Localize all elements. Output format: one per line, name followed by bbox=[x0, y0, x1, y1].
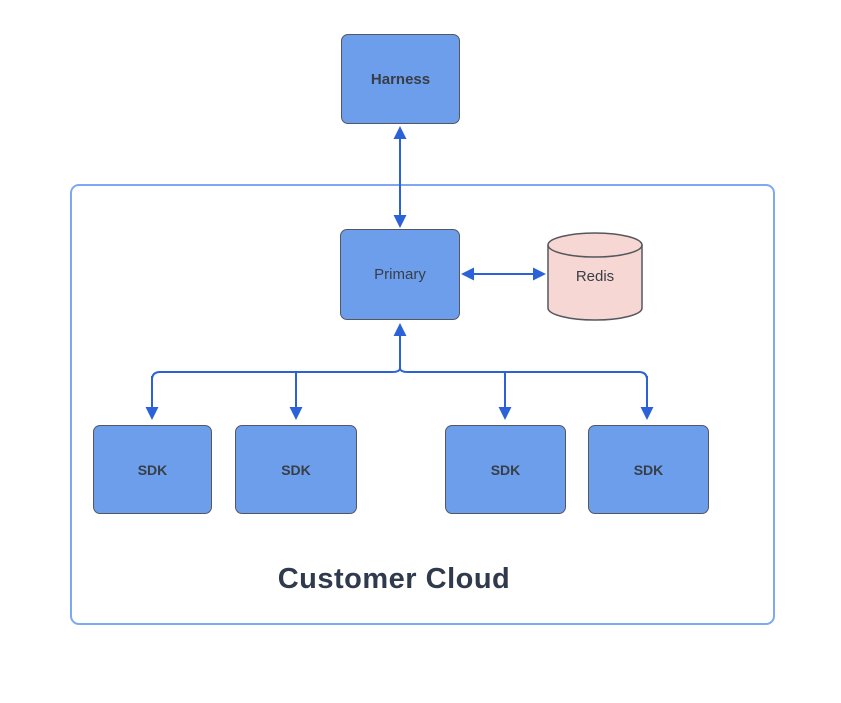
node-redis-label: Redis bbox=[575, 268, 615, 285]
customer-cloud-container bbox=[70, 184, 775, 625]
node-harness: Harness bbox=[341, 34, 460, 124]
node-sdk-4: SDK bbox=[588, 425, 709, 514]
redis-cylinder-shape bbox=[547, 232, 643, 321]
customer-cloud-title: Customer Cloud bbox=[277, 563, 511, 595]
node-redis: Redis bbox=[547, 232, 643, 321]
node-sdk-3: SDK bbox=[445, 425, 566, 514]
node-primary: Primary bbox=[340, 229, 460, 320]
node-sdk-2: SDK bbox=[235, 425, 357, 514]
node-sdk-1: SDK bbox=[93, 425, 212, 514]
